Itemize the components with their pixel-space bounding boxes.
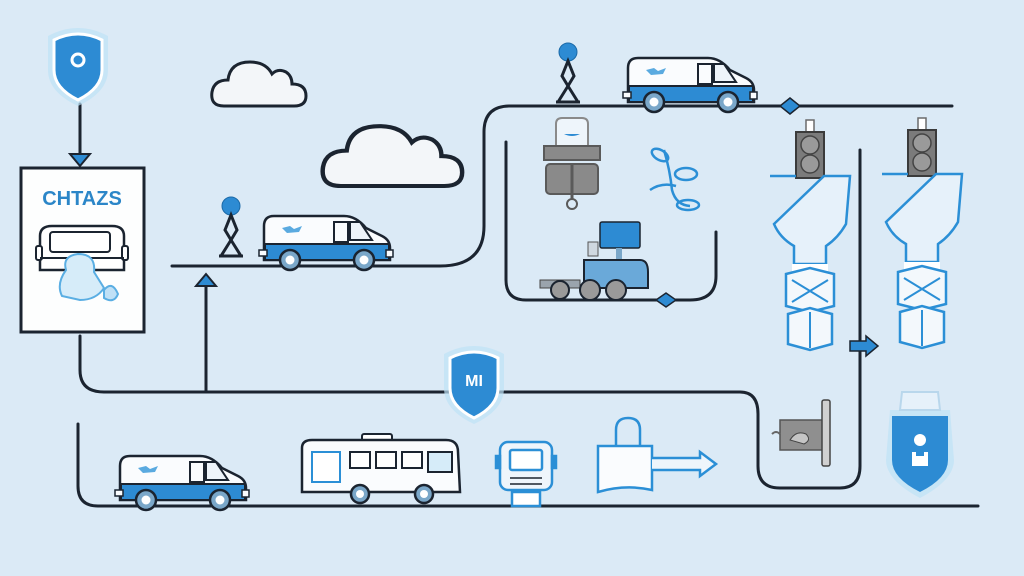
traffic-light-icon — [768, 118, 852, 352]
traffic-light-icon — [880, 116, 964, 350]
sprout-icon — [649, 147, 701, 212]
line-bottom-road — [76, 422, 980, 508]
bus-icon — [300, 433, 462, 505]
robot-vehicle-icon — [35, 224, 129, 302]
diamond-marker-icon — [778, 97, 802, 115]
arrow-right-icon — [849, 334, 880, 358]
arrow-up-icon — [193, 272, 219, 287]
gripper-icon — [543, 117, 601, 210]
person-icon — [554, 41, 582, 104]
source-box-node[interactable]: CHTAZS — [19, 166, 146, 334]
van-icon — [113, 454, 251, 512]
building-icon — [912, 452, 928, 466]
connector-lines — [76, 102, 980, 508]
diamond-marker-icon — [654, 292, 678, 308]
cloud-icon — [323, 126, 462, 186]
mid-shield-label: MI — [465, 373, 483, 390]
line-box-to-mid — [78, 148, 862, 490]
line-rover-loop — [504, 140, 718, 302]
mid-shield-node[interactable]: MI — [442, 344, 506, 426]
van-icon — [257, 214, 395, 272]
van-icon — [621, 56, 759, 114]
access-panel-icon — [771, 399, 831, 467]
top-shield-node[interactable]: Q — [46, 26, 110, 108]
rover-icon — [539, 221, 649, 301]
arrow-down-icon — [67, 153, 93, 168]
source-box-title: CHTAZS — [42, 188, 122, 210]
search-icon — [70, 52, 86, 68]
gear-icon — [914, 434, 926, 446]
bottom-right-shield-node[interactable] — [886, 391, 954, 498]
cloud-icon — [210, 60, 308, 108]
line-upper-road — [170, 104, 954, 268]
top-shield-label: Q — [78, 65, 79, 67]
robot-icon — [494, 440, 558, 508]
padlock-arrow-icon — [596, 416, 719, 494]
person-icon — [217, 195, 245, 258]
